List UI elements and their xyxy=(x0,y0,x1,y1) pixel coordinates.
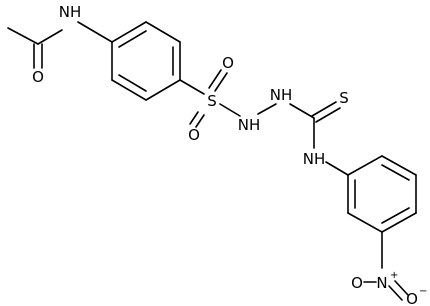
atom-hydrazide-nh-left: NH xyxy=(238,116,261,134)
bond-s-o-bottom-2 xyxy=(195,114,205,128)
bond-nh-thiocarbonyl xyxy=(289,103,315,119)
bond-ring1-d xyxy=(145,79,181,101)
atom-nitro-o-left: O xyxy=(351,274,363,292)
atom-hydrazide-nh-right: NH xyxy=(270,86,293,104)
bond-carbonyl-nh xyxy=(37,29,63,45)
atom-labels: NH O S O O NH NH S NH N + O O − xyxy=(32,3,427,306)
atom-sulfonyl-o-top: O xyxy=(222,54,234,72)
bond-thione-1 xyxy=(311,101,337,117)
bond-methyl-carbonyl xyxy=(7,27,39,45)
atom-acetamide-nh: NH xyxy=(59,3,82,21)
bond-nitro-o-right-2 xyxy=(394,280,409,296)
atom-sulfonyl-o-bottom: O xyxy=(188,126,200,144)
bond-s-o-top-1 xyxy=(208,69,222,89)
atom-sulfonyl-s: S xyxy=(207,92,217,110)
atom-thione-s: S xyxy=(339,89,349,107)
atom-nitro-o-right-charge: − xyxy=(419,286,427,297)
atom-nitro-o-right: O xyxy=(406,290,418,306)
bond-ring2-inner-1 xyxy=(381,164,410,181)
bond-lines xyxy=(7,21,417,301)
bond-ring1-inner-3 xyxy=(118,74,147,92)
bond-nh-ring2 xyxy=(325,161,349,176)
bond-ring1-b xyxy=(145,21,181,43)
bond-ring1-e xyxy=(111,79,147,101)
bond-thione-2 xyxy=(315,107,341,123)
atom-thiourea-nh: NH xyxy=(303,150,326,168)
bond-s-o-bottom-1 xyxy=(189,111,199,125)
bond-ring-s xyxy=(179,79,205,95)
bond-ring2-d xyxy=(381,212,417,233)
bond-s-nh xyxy=(219,103,241,117)
atom-nitro-n-charge: + xyxy=(390,270,398,281)
bond-ring1-inner-1 xyxy=(118,30,147,48)
bond-s-o-top-2 xyxy=(214,72,228,92)
bond-nitro-o-right-1 xyxy=(388,285,403,301)
atom-nitro-n: N xyxy=(376,274,387,292)
bond-ring2-a xyxy=(347,155,383,176)
bond-ring2-inner-2 xyxy=(381,207,410,224)
bond-nh-ring xyxy=(77,21,113,43)
atom-acetamide-o: O xyxy=(32,68,44,86)
bond-ring1-a xyxy=(111,21,147,43)
bond-ring2-b xyxy=(381,155,417,176)
bond-nh-nh xyxy=(257,103,277,115)
bond-ring2-e xyxy=(347,212,383,233)
